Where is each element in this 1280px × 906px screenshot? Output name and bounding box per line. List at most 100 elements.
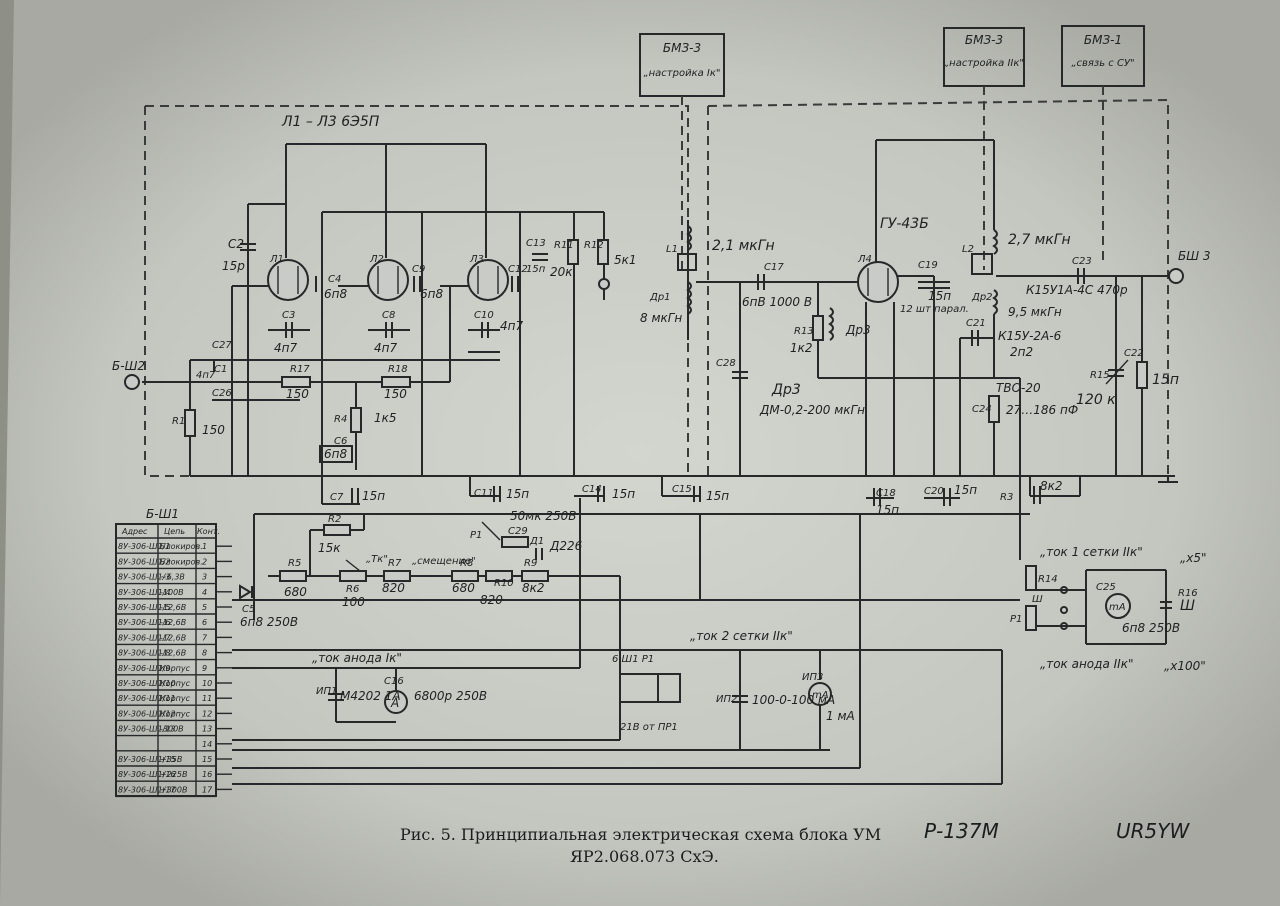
choke-dr1-val: 8 мкГн bbox=[640, 311, 682, 325]
resistor-r6: R7 820 bbox=[382, 558, 411, 595]
cap-c3-val: 4п7 bbox=[274, 341, 297, 355]
cap-c19-val: 15п bbox=[928, 289, 951, 303]
box-bmz3-1-title: БМЗ-3 bbox=[663, 41, 701, 55]
resistor-r15: C22 15п bbox=[1124, 276, 1179, 476]
cap-c20-val: 15п bbox=[954, 483, 977, 497]
cap-c27: C27 4п7 bbox=[196, 340, 232, 381]
pin-table-cell-address: 8У-306-Ш1/13 bbox=[118, 725, 176, 734]
cap-c4: C4 6п8 bbox=[315, 274, 347, 301]
resistor-r6-ref: R7 bbox=[388, 558, 402, 569]
cap-c5: ИП1 М4202 1А bbox=[316, 686, 401, 703]
cap-c29: Д1 Д226 bbox=[529, 536, 583, 560]
cap-c6: C6 6п8 bbox=[319, 436, 353, 463]
coil-l1-ref: L1 bbox=[666, 244, 678, 255]
pin-table-title: Б-Ш1 bbox=[146, 507, 179, 521]
cap-c19: C19 15п 12 шт парал. bbox=[900, 260, 969, 315]
coil-l2: L2 2,7 мкГн bbox=[962, 229, 1071, 275]
pin-table-cell-circuit: Корпус bbox=[160, 679, 191, 688]
coil-l2-ref: L2 bbox=[962, 244, 974, 255]
shield-outline-final bbox=[707, 98, 1169, 476]
cap-c9-ref: C9 bbox=[412, 264, 425, 275]
choke-dr2-val: 9,5 мкГн bbox=[1008, 305, 1062, 319]
cap-c13: C13 15п bbox=[526, 238, 548, 275]
box-bmz3-2-title: БМЗ-3 bbox=[965, 33, 1003, 47]
cap-c5-val: М4202 1А bbox=[340, 689, 401, 703]
pin-table-cell-address: 8У-306-Ш1/8 bbox=[118, 649, 170, 658]
cap-c22-ref: R3 bbox=[1000, 492, 1013, 503]
pin-table-cell-circuit: +35В bbox=[160, 755, 182, 764]
cap-c17-ref: C17 bbox=[764, 262, 784, 273]
cap-c28: C28 bbox=[716, 358, 748, 379]
coil-l2-val: 2,7 мкГн bbox=[1008, 232, 1071, 248]
resistor-r17-ref: R17 bbox=[290, 364, 310, 375]
pin-table-cell-address: 8У-306-Ш1/10 bbox=[118, 679, 176, 688]
cap-c10: C10 bbox=[468, 310, 500, 353]
cap-c12: C12 4п7 bbox=[500, 264, 528, 333]
cap-c6-val: 6п8 bbox=[324, 447, 347, 461]
ground-symbol-right bbox=[1158, 476, 1178, 483]
resistor-r10: R9 8к2 bbox=[521, 558, 549, 595]
cap-c27-ref: C27 bbox=[212, 340, 232, 351]
resistor-r16: R14 Ш bbox=[1025, 565, 1058, 605]
pin-table-cell-address: 8У-306-Ш1/16 bbox=[118, 770, 176, 779]
caption-line2: ЯР2.068.073 СхЭ. bbox=[570, 847, 719, 866]
resistor-r4: R4 1к5 bbox=[334, 407, 397, 433]
pin-table-cell-circuit: Блокиров. bbox=[160, 557, 203, 566]
resistor-r8-ref: R10 bbox=[494, 578, 514, 589]
tube-l2: Л2 bbox=[367, 254, 409, 301]
box-bmz3-2-subtitle: „настройка IIк" bbox=[944, 58, 1024, 69]
resistor-r3-val: 15к bbox=[318, 541, 341, 555]
pin-table-cell-pin: 1 bbox=[202, 542, 207, 551]
meter-ip2-ref: ИП3 bbox=[802, 672, 823, 683]
tube-l4: Л4 ГУ-43Б bbox=[857, 216, 929, 303]
meter-ip1: A C16 6800р 250В „ток анода Iк" bbox=[312, 651, 487, 723]
pin-table-cell-address: 8У-306-Ш1/6 bbox=[118, 618, 170, 627]
cap-c11: C11 15п bbox=[469, 476, 529, 502]
resistor-r16-val: Ш bbox=[1032, 594, 1043, 605]
caption-model: Р-137М bbox=[924, 819, 999, 843]
cap-c13-ref: C13 bbox=[526, 238, 546, 249]
pin-table-cell-pin: 4 bbox=[202, 588, 207, 597]
cap-c6-ref: C6 bbox=[334, 436, 347, 447]
resistor-r5-ref: R6 bbox=[346, 584, 359, 595]
resistor-r18: R18 150 bbox=[381, 364, 411, 401]
tube-l4-label: Л4 bbox=[857, 254, 872, 265]
pin-table-cell-pin: 2 bbox=[202, 557, 207, 566]
pin-table-cell-address: 8У-306-Ш1/17 bbox=[118, 785, 176, 794]
cap-c8: C8 4п7 bbox=[368, 310, 410, 355]
box-bmz3-1-subtitle: „настройка Iк" bbox=[643, 68, 720, 79]
choke-dr3-label: Др3 bbox=[771, 382, 801, 398]
caption-line1: Рис. 5. Принципиальная электрическая схе… bbox=[400, 825, 881, 844]
resistor-r1-ref: R1 bbox=[172, 416, 185, 427]
relay-block: 6 Ш1 Р1 21В от ПР1 bbox=[612, 654, 681, 733]
label-tok-anoda-1: „ток анода Iк" bbox=[312, 651, 402, 665]
meter-ip3-section: mA C25 6п8 250В R16 Ш „ток 1 сетки IIк" … bbox=[1040, 545, 1206, 673]
pin-table-cell-pin: 8 bbox=[202, 649, 207, 658]
coil-l1-val: 2,1 мкГн bbox=[712, 238, 775, 254]
relay-src: 6 Ш1 Р1 bbox=[612, 654, 654, 665]
pin-table-cell-pin: 16 bbox=[202, 770, 212, 779]
pin-table-cell-pin: 11 bbox=[202, 694, 212, 703]
meter-ip2: mA ИП3 1 мА „ток 2 сетки IIк" bbox=[690, 629, 855, 750]
label-tok-setki-2: „ток 2 сетки IIк" bbox=[690, 629, 793, 643]
cap-c4-ref: C4 bbox=[328, 274, 341, 285]
label-x5: „х5" bbox=[1180, 551, 1206, 565]
box-bmz1-subtitle: „связь с СУ" bbox=[1071, 58, 1134, 69]
relay-note: 21В от ПР1 bbox=[620, 722, 678, 733]
label-tok-anoda-2: „ток анода IIк" bbox=[1040, 657, 1133, 671]
cap-c15-val: 15п bbox=[706, 489, 729, 503]
cap-c7: C7 15п bbox=[321, 476, 385, 505]
resistor-r3-ref: R2 bbox=[328, 514, 341, 525]
box-bmz1: БМЗ-1 „связь с СУ" bbox=[1061, 25, 1145, 87]
resistor-r1: R1 150 bbox=[172, 409, 225, 437]
cap-c24-ref: R15 bbox=[1090, 370, 1110, 381]
choke-dr1: Др1 8 мкГн bbox=[640, 281, 692, 325]
cap-c15-ref: C15 bbox=[672, 484, 692, 495]
resistor-r19-ref: C24 bbox=[972, 404, 992, 415]
pin-table-cell-circuit: ~6,3В bbox=[160, 573, 185, 582]
pin-table-cell-pin: 6 bbox=[202, 618, 207, 627]
tube-l3-label: Л3 bbox=[469, 254, 484, 265]
pin-table-cell-pin: 12 bbox=[202, 709, 212, 718]
cap-c24-val: 120 к bbox=[1076, 392, 1116, 408]
pin-table-cell-address: 8У-306-Ш1/9 bbox=[118, 664, 170, 673]
